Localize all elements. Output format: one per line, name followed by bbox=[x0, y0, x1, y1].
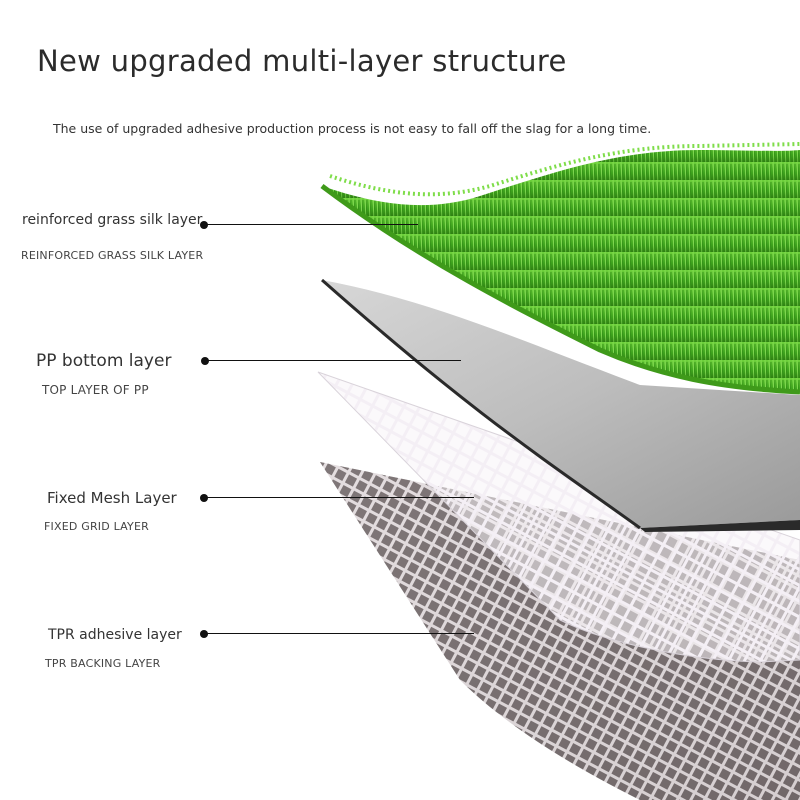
layer-name-tpr: TPR adhesive layer bbox=[48, 627, 182, 643]
leader-line-mesh bbox=[204, 497, 474, 498]
layer-caption-grass: REINFORCED GRASS SILK LAYER bbox=[21, 249, 203, 262]
layer-name-mesh: Fixed Mesh Layer bbox=[47, 489, 177, 507]
leader-dot-pp bbox=[201, 357, 209, 365]
leader-line-grass bbox=[204, 224, 418, 225]
leader-dot-mesh bbox=[200, 494, 208, 502]
layer-name-pp: PP bottom layer bbox=[36, 351, 171, 371]
layer-name-grass: reinforced grass silk layer bbox=[22, 212, 202, 228]
leader-dot-tpr bbox=[200, 630, 208, 638]
leader-line-pp bbox=[205, 360, 461, 361]
layer-caption-mesh: FIXED GRID LAYER bbox=[44, 520, 149, 533]
leader-line-tpr bbox=[204, 633, 474, 634]
layer-caption-tpr: TPR BACKING LAYER bbox=[45, 657, 161, 670]
leader-dot-grass bbox=[200, 221, 208, 229]
layer-caption-pp: TOP LAYER OF PP bbox=[42, 383, 149, 397]
